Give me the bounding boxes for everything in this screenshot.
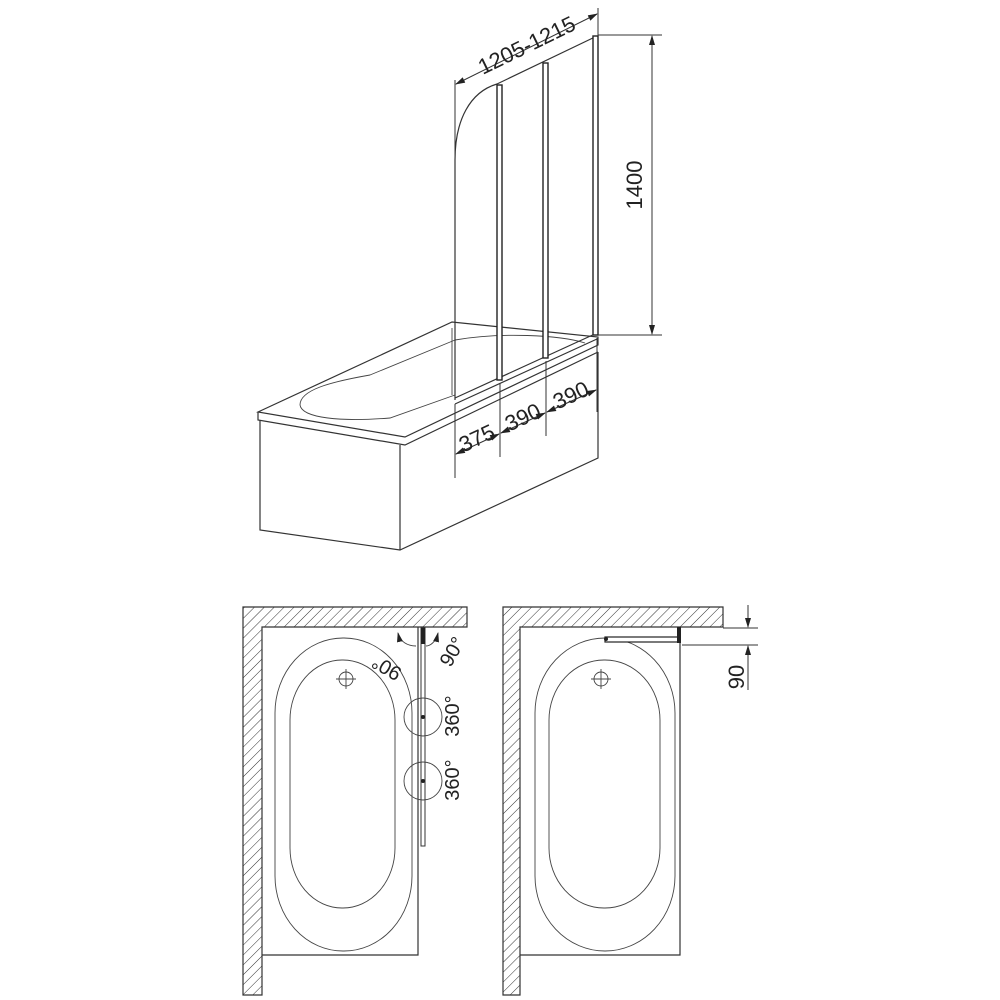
hinge-angle-right: 90° [436,633,470,670]
height-dimension-label: 1400 [622,161,647,210]
hinge-angle-left: 90° [368,650,405,684]
drain-icon [591,669,611,689]
shower-screen-panels [454,35,599,405]
joint-rotation-2: 360° [442,759,464,800]
wall-hatch [502,606,724,996]
panel-profile-1 [496,84,503,381]
wall-hatch [242,606,468,996]
panel-width-dimensions: 375 390 390 [454,338,598,478]
width-dimension: 1205-1215 [454,8,599,160]
panel-profile-2 [542,62,549,359]
drain-icon [336,669,356,689]
folded-depth-label: 90 [724,665,749,689]
panel-profile-3 [592,35,599,336]
plan-view-folded: 90 [502,605,758,996]
height-dimension: 1400 [598,34,662,336]
folded-depth-dimension: 90 [682,605,758,690]
folded-panels [604,636,680,643]
plan-view-rotation: 90° 90° 360° 360° [242,606,470,996]
joint-rotation-1: 360° [442,695,464,736]
